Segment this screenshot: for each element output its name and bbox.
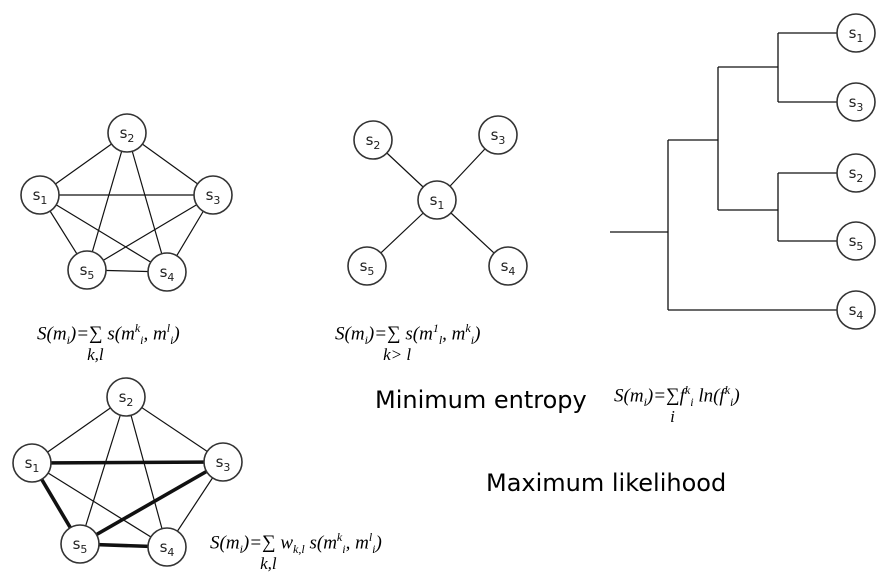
edge-s2-s5 <box>86 132 128 271</box>
node-s4: s4 <box>488 246 528 286</box>
node-s1: s1 <box>12 443 52 483</box>
node-s3: s3 <box>203 442 243 482</box>
sigma-symbol: ∑ <box>666 385 680 407</box>
edge-s1-s4 <box>39 194 168 273</box>
node-s1-center: s1 <box>417 180 457 220</box>
node-s4: s4 <box>147 527 187 567</box>
sigma-symbol: ∑ <box>89 323 103 345</box>
svg-text:s4: s4 <box>501 257 516 278</box>
edge-s3-s5 <box>79 460 224 546</box>
complete-graph: s2 s1 s3 s5 s4 <box>20 113 233 292</box>
edge-s2-s4 <box>126 132 168 273</box>
edge-s3-s5 <box>86 194 214 271</box>
svg-text:s1: s1 <box>33 186 48 207</box>
svg-text:s2: s2 <box>119 388 134 409</box>
svg-text:s3: s3 <box>849 93 864 114</box>
node-s5: s5 <box>67 250 107 290</box>
caption-minimum-entropy: Minimum entropy <box>375 386 587 414</box>
sigma-symbol: ∑ <box>262 532 276 554</box>
node-s2: s2 <box>353 120 393 160</box>
svg-text:s3: s3 <box>206 186 221 207</box>
svg-text:s3: s3 <box>491 126 506 147</box>
node-s2: s2 <box>836 153 876 193</box>
formula-weighted: S(mi)=∑k,l wk,l s(mki, mli) <box>210 530 382 574</box>
node-s1: s1 <box>836 13 876 53</box>
svg-text:s1: s1 <box>25 454 40 475</box>
svg-text:s5: s5 <box>849 232 864 253</box>
weighted-graph: s2 s1 s3 s5 s4 <box>12 377 243 567</box>
svg-text:s4: s4 <box>160 538 175 559</box>
svg-text:s1: s1 <box>430 191 445 212</box>
node-s2: s2 <box>107 113 147 153</box>
svg-text:s5: s5 <box>360 257 375 278</box>
formula-pairwise: S(mi)=∑k,l s(mki, mli) <box>37 321 180 365</box>
tree-graph: s1 s3 s2 s5 s4 <box>610 13 876 330</box>
edge-s1-s3 <box>31 460 224 465</box>
node-s3: s3 <box>478 115 518 155</box>
formula-star: S(mi)=∑k> l s(m1l, mki) <box>335 321 481 365</box>
edge-s2-s4 <box>125 396 168 548</box>
svg-text:s3: s3 <box>216 453 231 474</box>
node-s3: s3 <box>193 175 233 215</box>
edge-s2-s5 <box>79 396 127 545</box>
sigma-symbol: ∑ <box>387 323 401 345</box>
node-s5: s5 <box>60 524 100 564</box>
node-s4: s4 <box>836 290 876 330</box>
node-s4: s4 <box>147 252 187 292</box>
svg-text:s2: s2 <box>366 131 381 152</box>
node-s5: s5 <box>347 246 387 286</box>
node-s2: s2 <box>106 377 146 417</box>
svg-text:s5: s5 <box>80 261 95 282</box>
node-s3: s3 <box>836 82 876 122</box>
svg-text:s1: s1 <box>849 24 864 45</box>
caption-maximum-likelihood: Maximum likelihood <box>486 469 727 497</box>
edge-s1-s4 <box>31 462 168 548</box>
svg-text:s4: s4 <box>849 301 864 322</box>
svg-text:s2: s2 <box>120 124 135 145</box>
svg-text:s5: s5 <box>73 535 88 556</box>
node-s5: s5 <box>836 221 876 261</box>
svg-text:s4: s4 <box>160 263 175 284</box>
star-graph: s2 s3 s1 s5 s4 <box>347 115 528 286</box>
svg-text:s2: s2 <box>849 164 864 185</box>
node-s1: s1 <box>20 175 60 215</box>
